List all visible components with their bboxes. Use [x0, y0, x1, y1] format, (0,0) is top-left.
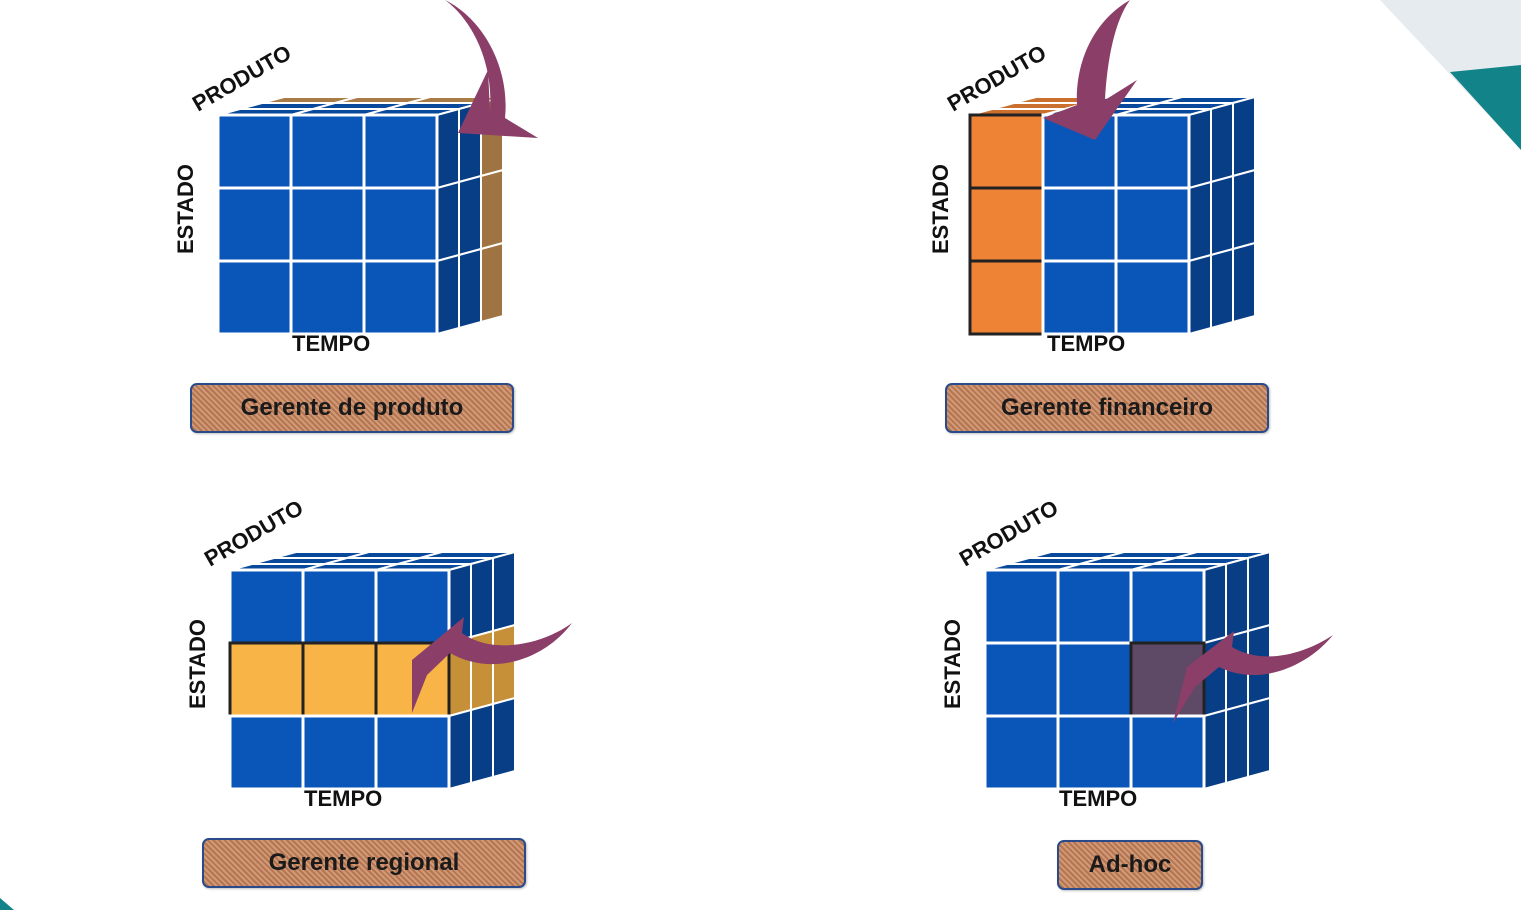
arrow-icon	[1173, 631, 1333, 723]
cube-front-cell	[301, 641, 378, 718]
role-label-product-manager: Gerente de produto	[190, 383, 514, 433]
cube-side-face	[1225, 556, 1249, 639]
axis-label-tempo: TEMPO	[292, 331, 370, 356]
cube-side-face	[1232, 241, 1256, 324]
cube-product: ESTADO PRODUTO TEMPO	[173, 0, 538, 356]
panel-product-manager: ESTADO PRODUTO TEMPO Gerente de produto	[160, 0, 720, 440]
cube-side-face	[1188, 107, 1212, 190]
cube-front-cell	[1056, 641, 1133, 718]
cube-front-cell	[362, 186, 439, 263]
panel-adhoc: ESTADO PRODUTO TEMPO Ad-hoc	[927, 455, 1487, 895]
cube-front-cell	[1114, 186, 1191, 263]
cube-side-face	[1232, 168, 1256, 251]
axis-label-tempo: TEMPO	[304, 786, 382, 811]
role-label-adhoc: Ad-hoc	[1057, 840, 1203, 890]
cube-side-face	[436, 180, 460, 263]
cube-side-face	[1210, 101, 1234, 184]
cube-side-face	[458, 247, 482, 330]
cube-front-cell	[362, 259, 439, 336]
cube-front-cell	[983, 568, 1060, 645]
cube-side-face	[470, 702, 494, 785]
axis-label-estado: ESTADO	[928, 164, 953, 254]
cube-front-cell	[1056, 568, 1133, 645]
cube-side-face	[1188, 180, 1212, 263]
arrow-icon	[412, 617, 572, 713]
cube-front-cell	[289, 113, 366, 190]
cube-side-face	[1203, 562, 1227, 645]
cube-front-cell	[301, 714, 378, 791]
cube-front-cell	[968, 113, 1045, 190]
cube-side-face	[480, 168, 504, 251]
cube-side-face	[470, 556, 494, 639]
cube-front-cell	[228, 641, 305, 718]
arrow-icon	[445, 0, 538, 138]
cube-side-face	[1232, 95, 1256, 178]
axis-label-estado: ESTADO	[185, 619, 210, 709]
cube-side-face	[448, 708, 472, 791]
axis-label-estado: ESTADO	[173, 164, 198, 254]
cube-front-cell	[362, 113, 439, 190]
cube-front-cell	[374, 714, 451, 791]
arrow-icon	[1043, 0, 1137, 140]
cube-geometry	[968, 95, 1256, 336]
cube-front-cell	[216, 186, 293, 263]
cube-front-cell	[968, 186, 1045, 263]
axis-label-tempo: TEMPO	[1047, 331, 1125, 356]
cube-financial: ESTADO PRODUTO TEMPO	[928, 0, 1256, 356]
panel-financial-manager: ESTADO PRODUTO TEMPO Gerente financeiro	[915, 0, 1475, 440]
corner-teal-stripe	[1450, 65, 1521, 150]
cube-side-face	[1203, 708, 1227, 791]
cube-side-face	[1225, 702, 1249, 785]
cube-front-cell	[301, 568, 378, 645]
corner-bottom-teal	[0, 898, 14, 910]
cube-side-face	[1188, 253, 1212, 336]
cube-side-face	[492, 550, 516, 633]
cube-front-cell	[216, 113, 293, 190]
cube-side-face	[492, 696, 516, 779]
cube-front-cell	[228, 714, 305, 791]
cube-front-cell	[374, 568, 451, 645]
cube-side-face	[1210, 247, 1234, 330]
cube-side-face	[492, 623, 516, 706]
cube-side-face	[458, 174, 482, 257]
cube-geometry	[983, 550, 1271, 791]
cube-side-face	[436, 107, 460, 190]
cube-front-cell	[1129, 568, 1206, 645]
axis-label-tempo: TEMPO	[1059, 786, 1137, 811]
axis-label-estado: ESTADO	[940, 619, 965, 709]
role-label-financial-manager: Gerente financeiro	[945, 383, 1269, 433]
cube-front-cell	[1129, 714, 1206, 791]
cube-front-cell	[1041, 259, 1118, 336]
cube-front-cell	[1114, 259, 1191, 336]
cube-adhoc: ESTADO PRODUTO TEMPO	[940, 495, 1333, 811]
cube-side-face	[1247, 550, 1271, 633]
cube-front-cell	[1114, 113, 1191, 190]
cube-regional: ESTADO PRODUTO TEMPO	[185, 495, 572, 811]
cube-side-face	[1247, 696, 1271, 779]
cube-front-cell	[228, 568, 305, 645]
corner-light-stripe	[1380, 0, 1521, 150]
cube-front-cell	[1056, 714, 1133, 791]
panel-regional-manager: ESTADO PRODUTO TEMPO Gerente regional	[172, 455, 732, 895]
cube-side-face	[1210, 174, 1234, 257]
cube-geometry	[216, 95, 504, 336]
cube-front-cell	[1041, 186, 1118, 263]
cube-side-face	[480, 241, 504, 324]
role-label-regional-manager: Gerente regional	[202, 838, 526, 888]
cube-front-cell	[968, 259, 1045, 336]
cube-side-face	[436, 253, 460, 336]
cube-front-cell	[289, 186, 366, 263]
cube-front-cell	[289, 259, 366, 336]
cube-geometry	[228, 550, 516, 791]
cube-front-cell	[983, 641, 1060, 718]
cube-front-cell	[216, 259, 293, 336]
cube-front-cell	[983, 714, 1060, 791]
